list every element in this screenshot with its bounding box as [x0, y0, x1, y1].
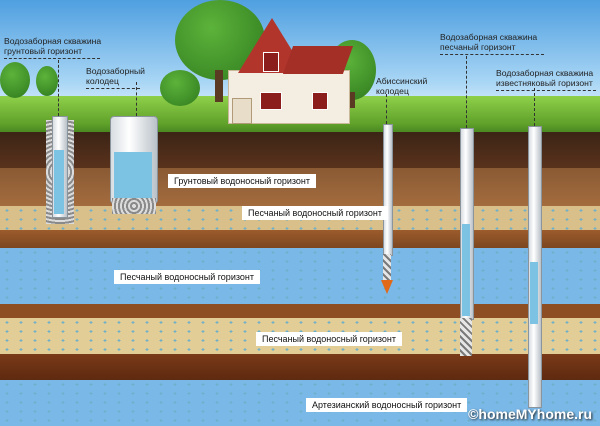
house-window — [260, 92, 282, 110]
limestone-well-water — [530, 262, 538, 324]
house-window — [263, 52, 279, 72]
leader-limestone-well-h — [496, 90, 596, 91]
tree-far-left-2 — [36, 66, 58, 96]
watermark: ©homeMYhome.ru — [468, 406, 592, 422]
layer-label-ground-aquifer: Грунтовый водоносный горизонт — [168, 174, 316, 188]
leader-sand-well — [466, 56, 467, 128]
layer-sand-3 — [0, 318, 600, 354]
ground-well-water — [54, 150, 64, 214]
layer-topsoil — [0, 132, 600, 168]
leader-sand-well-h — [440, 54, 544, 55]
leader-water-well-h — [86, 88, 140, 89]
tree-small — [160, 70, 200, 106]
layer-sand-2 — [0, 248, 600, 304]
layer-label-sand-3: Песчаный водоносный горизонт — [256, 332, 402, 346]
label-sand-well: Водозаборная скважина песчаный горизонт — [440, 32, 538, 52]
water-well-water — [114, 152, 152, 198]
house-window — [312, 92, 328, 110]
abyss-well-tip — [381, 280, 393, 294]
layer-clay-2 — [0, 304, 600, 318]
layer-clay-1 — [0, 230, 600, 248]
leader-water-well — [136, 82, 137, 116]
layer-artesian — [0, 380, 600, 426]
layer-clay-3 — [0, 354, 600, 380]
layer-label-artesian: Артезианский водоносный горизонт — [306, 398, 468, 412]
label-limestone-well: Водозаборная скважина известняковый гори… — [496, 68, 594, 88]
tree-trunk — [215, 70, 223, 102]
layer-label-sand-1: Песчаный водоносный горизонт — [242, 206, 388, 220]
label-abyss-well: Абиссинский колодец — [376, 76, 428, 96]
label-water-well: Водозаборный колодец — [86, 66, 145, 86]
leader-ground-well — [58, 60, 59, 116]
label-ground-well: Водозаборная скважина грунтовый горизонт — [4, 36, 102, 56]
house-roof-side — [282, 46, 354, 74]
water-well-gravel — [112, 198, 156, 214]
leader-ground-well-h — [4, 58, 100, 59]
tree-far-left — [0, 62, 30, 98]
leader-limestone-well — [534, 88, 535, 126]
layer-label-sand-2: Песчаный водоносный горизонт — [114, 270, 260, 284]
tree-trunk — [350, 92, 355, 108]
abyss-well-filter — [383, 254, 391, 280]
sand-well-water — [462, 224, 470, 316]
abyss-well-pipe — [383, 124, 393, 256]
house-porch — [232, 98, 252, 124]
leader-abyss-well — [386, 94, 387, 124]
sand-well-filter — [460, 318, 472, 356]
